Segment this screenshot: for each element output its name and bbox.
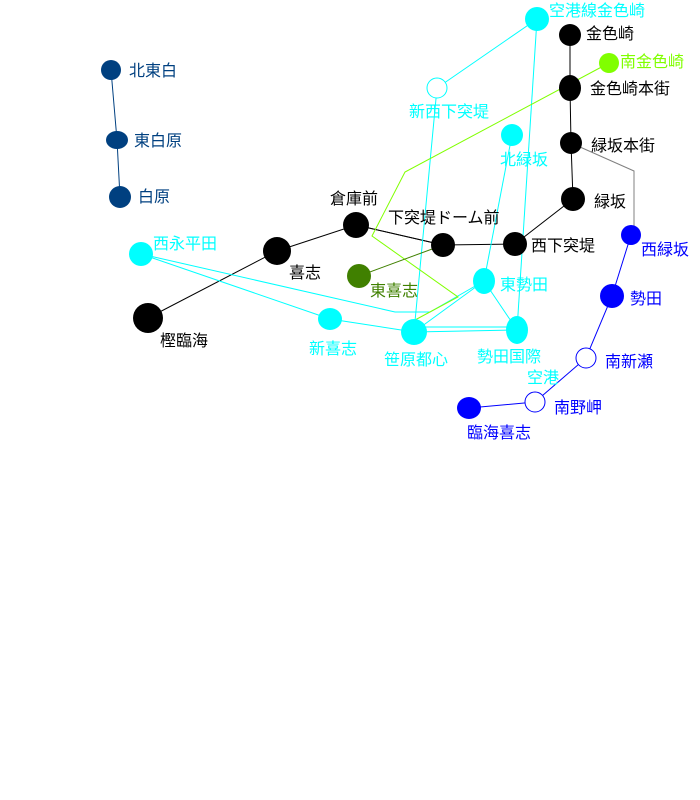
station-marker-minaminiise[interactable] xyxy=(575,347,597,369)
station-label-kanairozakihongai: 金色崎本街 xyxy=(590,79,670,98)
station-marker-higashikishi[interactable] xyxy=(347,264,371,288)
stations-layer xyxy=(101,7,641,419)
station-label-sasaharatoshin: 笹原都心 xyxy=(384,350,448,369)
station-marker-kanairozaki[interactable] xyxy=(559,24,581,46)
station-marker-sasaharatoshin[interactable] xyxy=(401,319,427,345)
station-marker-kishi[interactable] xyxy=(263,237,291,265)
station-marker-shinkishi[interactable] xyxy=(318,308,342,330)
station-label-kuko: 空港 xyxy=(527,368,559,387)
station-label-shinkishi: 新喜志 xyxy=(309,339,357,358)
station-label-setakokusai: 勢田国際 xyxy=(477,347,541,366)
station-label-nishimidorisaka: 西緑坂 xyxy=(641,240,689,259)
station-marker-higashiseta[interactable] xyxy=(473,268,495,294)
station-label-kashirinkai: 樫臨海 xyxy=(160,331,208,350)
cyan-east-line xyxy=(516,18,538,331)
station-marker-shirohara[interactable] xyxy=(109,186,131,208)
cyan-west-line xyxy=(140,253,518,333)
station-marker-kitahigashishiro[interactable] xyxy=(101,60,121,80)
station-label-minamikanairozaki: 南金色崎 xyxy=(620,52,684,71)
station-label-kanairozaki: 金色崎 xyxy=(586,24,634,43)
station-label-kurakomae: 倉庫前 xyxy=(330,189,378,208)
station-label-nishieiheida: 西永平田 xyxy=(153,234,217,253)
station-label-shirohara: 白原 xyxy=(138,187,170,206)
station-label-kitahigashishiro: 北東白 xyxy=(129,61,177,80)
black-spur-line xyxy=(355,224,444,246)
station-marker-seta[interactable] xyxy=(600,284,624,308)
station-label-midorisakahongai: 緑坂本街 xyxy=(591,136,655,155)
station-label-higashishirohara: 東白原 xyxy=(134,131,182,150)
station-marker-higashishirohara[interactable] xyxy=(106,131,128,149)
station-label-midorisaka: 緑坂 xyxy=(594,192,626,211)
station-marker-kashirinkai[interactable] xyxy=(133,303,163,333)
station-marker-minamikanairozaki[interactable] xyxy=(599,53,619,73)
station-label-shimototsuteidome: 下突堤ドーム前 xyxy=(388,208,500,227)
lime-line xyxy=(371,62,610,321)
station-marker-midorisaka[interactable] xyxy=(561,187,585,211)
station-marker-kuko[interactable] xyxy=(524,391,546,413)
station-label-higashikishi: 東喜志 xyxy=(370,281,418,300)
station-marker-kitamidorisaka[interactable] xyxy=(501,124,523,146)
station-marker-rinkaikishi[interactable] xyxy=(457,397,481,419)
cyan-sasahara-line xyxy=(413,280,485,333)
station-label-seta: 勢田 xyxy=(630,289,662,308)
station-label-shinnishishitatotsutei: 新西下突堤 xyxy=(409,102,489,121)
station-label-higashiseta: 東勢田 xyxy=(500,275,548,294)
station-marker-nishishitatotsutei[interactable] xyxy=(503,232,527,256)
cyan-airport-line xyxy=(483,134,513,282)
green-link xyxy=(358,244,444,277)
station-marker-shimototsuteidome[interactable] xyxy=(431,233,455,257)
station-marker-nishimidorisaka[interactable] xyxy=(621,225,641,245)
station-marker-midorisakahongai[interactable] xyxy=(560,132,582,154)
station-marker-kurakomae[interactable] xyxy=(343,212,369,238)
station-label-kishi: 喜志 xyxy=(289,263,321,282)
station-label-minaminomisaki: 南野岬 xyxy=(554,398,602,417)
station-marker-setakokusai[interactable] xyxy=(506,316,528,344)
station-label-nishishitatotsutei: 西下突堤 xyxy=(531,236,595,255)
station-marker-kuko_kanairozaki[interactable] xyxy=(525,7,549,31)
station-label-kitamidorisaka: 北緑坂 xyxy=(500,150,548,169)
station-marker-kanairozakihongai[interactable] xyxy=(559,75,581,101)
station-label-minaminiise: 南新瀬 xyxy=(605,352,653,371)
station-label-rinkaikishi: 臨海喜志 xyxy=(467,423,531,442)
gray-link xyxy=(570,142,635,230)
station-marker-nishieiheida[interactable] xyxy=(129,242,153,266)
station-label-kuko_kanairozaki: 空港線金色崎 xyxy=(549,1,645,20)
station-marker-shinnishishitatotsutei[interactable] xyxy=(426,77,448,99)
